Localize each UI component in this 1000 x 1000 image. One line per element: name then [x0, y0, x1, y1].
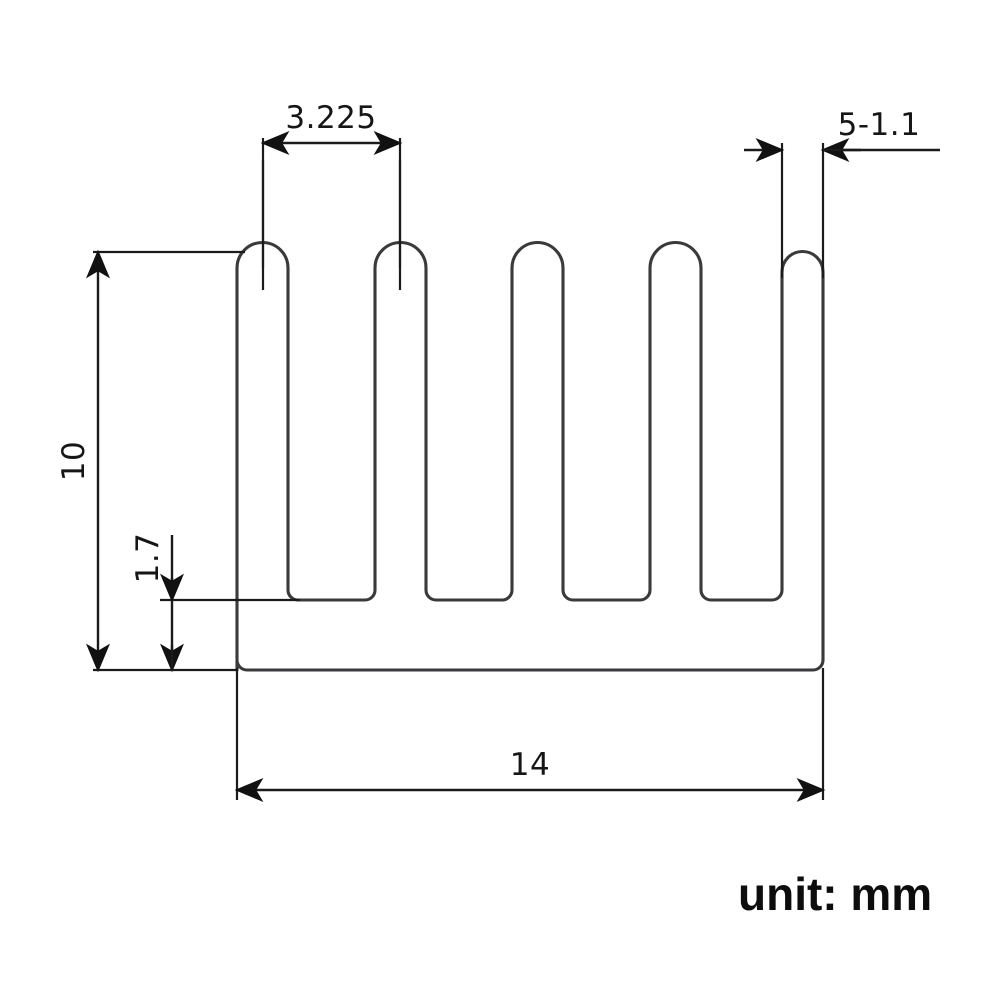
fin-pitch-dimension-label: 3.225	[285, 100, 376, 136]
heatsink-part-outline	[235, 240, 825, 672]
fin-pitch-dimension-group: 3.225	[260, 100, 403, 268]
overall-width-dimension-label: 14	[510, 747, 550, 783]
fin-thickness-dimension-label: 5-1.1	[838, 107, 921, 143]
unit-note-label: unit: mm	[738, 868, 932, 920]
fin-center-lines	[261, 160, 402, 290]
base-thickness-dimension-label: 1.7	[130, 533, 166, 584]
base-thickness-dimension-group: 1.7	[130, 533, 300, 673]
overall-height-dimension-group: 10	[56, 249, 245, 673]
overall-height-dimension-label: 10	[56, 441, 92, 481]
overall-width-dimension-group: 14	[234, 668, 826, 802]
fin-thickness-dimension-group: 5-1.1	[744, 107, 940, 278]
heatsink-profile-path	[235, 240, 825, 672]
